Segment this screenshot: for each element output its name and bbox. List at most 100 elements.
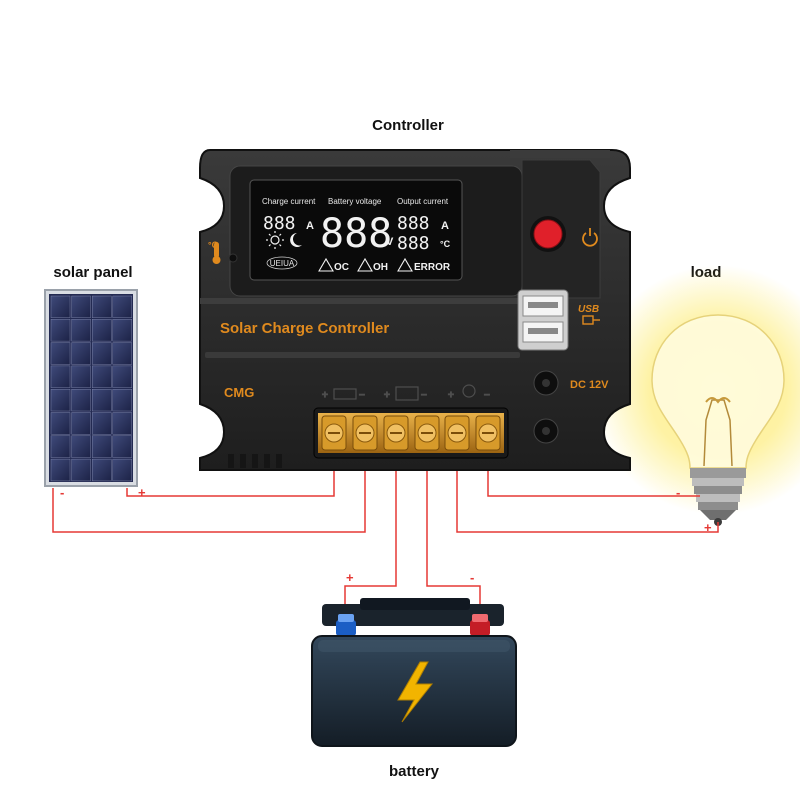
solar-cell [91,365,112,388]
warning-icon-error [397,257,413,272]
terminal-screw-5[interactable] [444,415,470,451]
battery-symbol-icon [395,386,419,401]
solar-cell [50,342,71,365]
svg-text:−: − [359,390,365,401]
load-minus-mark: - [676,485,680,500]
brand-name: CMG [224,385,254,400]
solar-cell [71,458,91,482]
power-button[interactable] [533,219,563,249]
charge-controller: °C Charge current Battery voltage Output… [199,149,631,471]
solar-panel-label: solar panel [53,264,132,281]
terminal-gold-strip [318,413,504,453]
lightning-bolt-icon [397,661,434,723]
battery-label: battery [389,763,440,780]
solar-cell [91,458,112,482]
terminal-screw-4[interactable] [414,415,440,451]
lcd-badge-outline [266,256,298,270]
wire-battery-minus [426,446,481,624]
light-bulb [593,265,800,526]
solar-cell [71,365,91,388]
battery-plus-mark: + [346,570,354,585]
svg-text:+: + [448,390,454,401]
lcd-oh: OH [373,262,388,273]
solar-cell [71,412,91,435]
terminal-screws [321,415,501,451]
moon-icon [290,233,302,247]
solar-cell [50,412,71,435]
lcd-seg-charge: 888 [263,213,296,234]
lcd-error: ERROR [414,262,451,273]
solar-cell [91,295,112,318]
solar-cell [112,389,133,412]
terminal-screw-3[interactable] [383,415,409,451]
solar-cell [112,295,133,318]
solar-cell [71,319,91,342]
solar-panel [44,289,138,487]
lcd-oc: OC [334,262,349,273]
power-icon [582,228,598,247]
thermometer-icon: °C [208,240,221,264]
lcd-screen [249,179,463,281]
wire-panel-minus [52,446,366,533]
solar-cell [112,365,133,388]
temp-sensor [228,253,238,263]
terminal-screw-1[interactable] [321,415,347,451]
usb-icon [582,315,600,325]
solar-cell [71,435,91,458]
svg-text:°C: °C [208,240,219,250]
solar-cell [50,319,71,342]
solar-cell [91,412,112,435]
lcd-seg-voltage: 888 [320,211,392,257]
controller-label: Controller [372,117,444,134]
lcd-unit-a1: A [306,220,314,232]
panel-symbol-icon [333,388,357,400]
lcd-output-current: Output current [397,197,449,206]
solar-cell [112,342,133,365]
lcd-unit-c: °C [440,239,451,249]
bulb-symbol-icon [462,384,476,398]
warning-icon-oh [357,257,373,272]
lcd-seg-temp: 888 [397,233,430,254]
lcd-badge: UEIUA [270,259,295,268]
solar-cell [112,319,133,342]
panel-minus-mark: - [60,485,64,500]
svg-text:+: + [384,390,390,401]
battery-terminal-plus [336,620,356,636]
solar-cell [50,389,71,412]
terminal-screw-6[interactable] [475,415,501,451]
warning-icon-oc [318,257,334,272]
battery [311,598,517,747]
usb-label: USB [578,304,599,315]
solar-cell [91,435,112,458]
solar-cell [91,342,112,365]
solar-cell [71,389,91,412]
battery-terminal-minus [470,620,490,636]
load-plus-mark: + [704,520,712,535]
solar-cell [50,295,71,318]
svg-text:−: − [421,390,427,401]
solar-cell [50,435,71,458]
svg-text:−: − [484,390,490,401]
solar-cell [50,365,71,388]
lcd-charge-current: Charge current [262,197,316,206]
sun-icon [266,231,284,249]
svg-text:+: + [322,390,328,401]
wire-battery-plus [344,446,397,624]
terminal-legend: + − + − + − [321,384,491,402]
solar-cell [71,342,91,365]
terminal-screw-2[interactable] [352,415,378,451]
solar-cell [112,435,133,458]
wiring [52,446,719,624]
solar-cell [112,412,133,435]
lcd-unit-v: V [386,236,394,248]
solar-cell [91,319,112,342]
lcd-unit-a2: A [441,220,449,232]
solar-cell [50,458,71,482]
product-name: Solar Charge Controller [220,320,389,337]
lcd-seg-output: 888 [397,213,430,234]
lcd-battery-voltage: Battery voltage [328,197,382,206]
wire-load-plus [456,446,719,533]
solar-cell [112,458,133,482]
solar-cell [71,295,91,318]
